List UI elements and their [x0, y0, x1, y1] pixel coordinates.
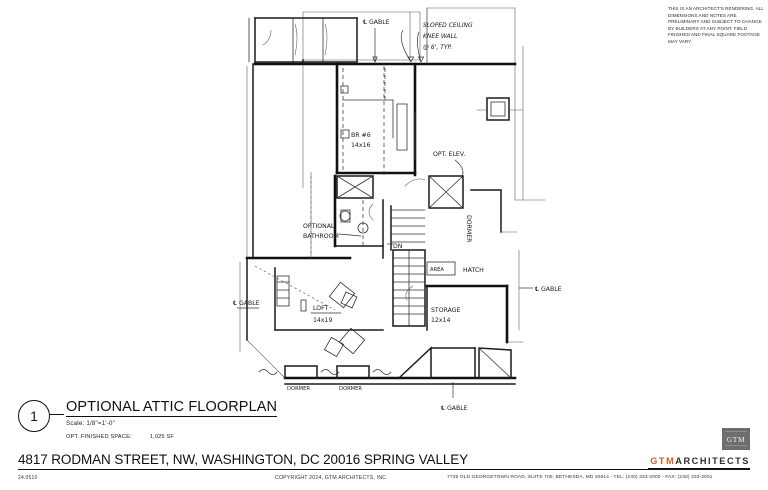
finished-space-row: OPT. FINISHED SPACE: 1,025 SF [66, 434, 277, 440]
room-label-loft: LOFT [313, 305, 329, 312]
center-chase [383, 66, 408, 176]
room-label-storage: STORAGE [431, 307, 461, 314]
note-bathroom: BATHROOM [303, 233, 339, 240]
dormer-label-bottom-2: DORMER [339, 386, 362, 392]
room-dims-storage: 12x14 [431, 317, 450, 324]
logo-word-architects: ARCHITECTS [675, 456, 750, 466]
room-label-br6: BR #6 [351, 132, 371, 139]
note-opt-elev-1: OPT. ELEV. [433, 151, 465, 158]
optional-elevator: OPT. ELEV. [433, 151, 465, 179]
page-title: OPTIONAL ATTIC FLOORPLAN [66, 399, 278, 417]
project-address: 4817 RODMAN STREET, NW, WASHINGTON, DC 2… [18, 452, 469, 467]
stair-direction-label: DN [393, 243, 403, 250]
gtm-architects-logo: GTM GTMARCHITECTS [648, 428, 750, 469]
attic-floorplan-drawing: BR #6 14x16 SLOPED CEILING KNEE WALL @ 6… [215, 0, 635, 450]
gable-callout-left-label: ℄ GABLE [233, 300, 260, 307]
stair-run: DN [387, 205, 426, 327]
dormer-label-right: DORMER [465, 215, 472, 243]
address-band: 4817 RODMAN STREET, NW, WASHINGTON, DC 2… [18, 452, 750, 470]
perimeter-walls [239, 62, 517, 385]
legend-hatch-label: HATCH [463, 267, 484, 274]
detail-number-bubble: 1 [18, 400, 50, 432]
loft-room: LOFT 14x19 [274, 267, 384, 358]
office-address-footer: 7735 OLD GEORGETOWN ROAD, SUITE 700, BET… [447, 475, 713, 480]
area-hatch-legend: AREA HATCH [426, 261, 484, 276]
copyright-notice: COPYRIGHT 2024, GTM ARCHITECTS, INC. [275, 475, 388, 481]
room-dims-br6: 14x16 [351, 142, 370, 149]
sloped-ceiling-note: SLOPED CEILING KNEE WALL @ 6', TYP. [400, 22, 473, 63]
gable-callout-top: ℄ GABLE [363, 19, 390, 63]
gable-callout-right: ℄ GABLE [518, 249, 562, 331]
gable-callout-right-label: ℄ GABLE [535, 286, 562, 293]
dormer-label-bottom-1: DORMER [287, 386, 310, 392]
address-rule [18, 469, 750, 470]
room-dims-loft: 14x19 [313, 317, 332, 324]
gable-callout-bottom: ℄ GABLE [441, 382, 468, 412]
title-leader-line [50, 398, 64, 415]
gtm-logo-mark-icon: GTM [722, 428, 750, 450]
top-closet-bank [248, 17, 358, 63]
note-knee-wall: KNEE WALL [423, 33, 457, 40]
gable-callout-left: ℄ GABLE [233, 300, 260, 309]
misc-linework [239, 7, 524, 379]
bedroom-br6: BR #6 14x16 [340, 68, 394, 172]
drawing-scale: Scale: 1/8"=1'-0" [66, 420, 116, 427]
note-sloped-ceiling: SLOPED CEILING [423, 22, 473, 29]
title-block: 1 OPTIONAL ATTIC FLOORPLAN Scale: 1/8"=1… [18, 398, 278, 440]
note-knee-wall-height: @ 6', TYP. [423, 44, 452, 51]
logo-rule [648, 467, 750, 469]
floorplan-vector: BR #6 14x16 SLOPED CEILING KNEE WALL @ 6… [233, 7, 562, 412]
project-number: 24.0510 [18, 475, 38, 481]
roof-outline [302, 7, 546, 201]
gtm-logo-mark-text: GTM [726, 435, 746, 444]
logo-wordmark: GTMARCHITECTS [648, 456, 750, 466]
storage-room: STORAGE 12x14 [405, 284, 524, 344]
lower-dormers: DORMER DORMER [258, 346, 512, 392]
gable-callout-bottom-label: ℄ GABLE [441, 405, 468, 412]
note-optional: OPTIONAL [303, 223, 335, 230]
loft-furniture [323, 281, 366, 358]
finished-space-value: 1,025 SF [149, 434, 175, 440]
logo-word-gtm: GTM [650, 456, 676, 466]
optional-bathroom: OPTIONAL BATHROOM [303, 174, 464, 259]
legend-area-label: AREA [430, 267, 444, 273]
gable-callout-top-label: ℄ GABLE [363, 19, 390, 26]
architect-disclaimer-note: THIS IS AN ARCHITECT'S RENDERING. ALL DI… [668, 6, 764, 44]
finished-space-label: OPT. FINISHED SPACE: [66, 434, 132, 440]
dormer-right-label: DORMER [465, 189, 518, 243]
